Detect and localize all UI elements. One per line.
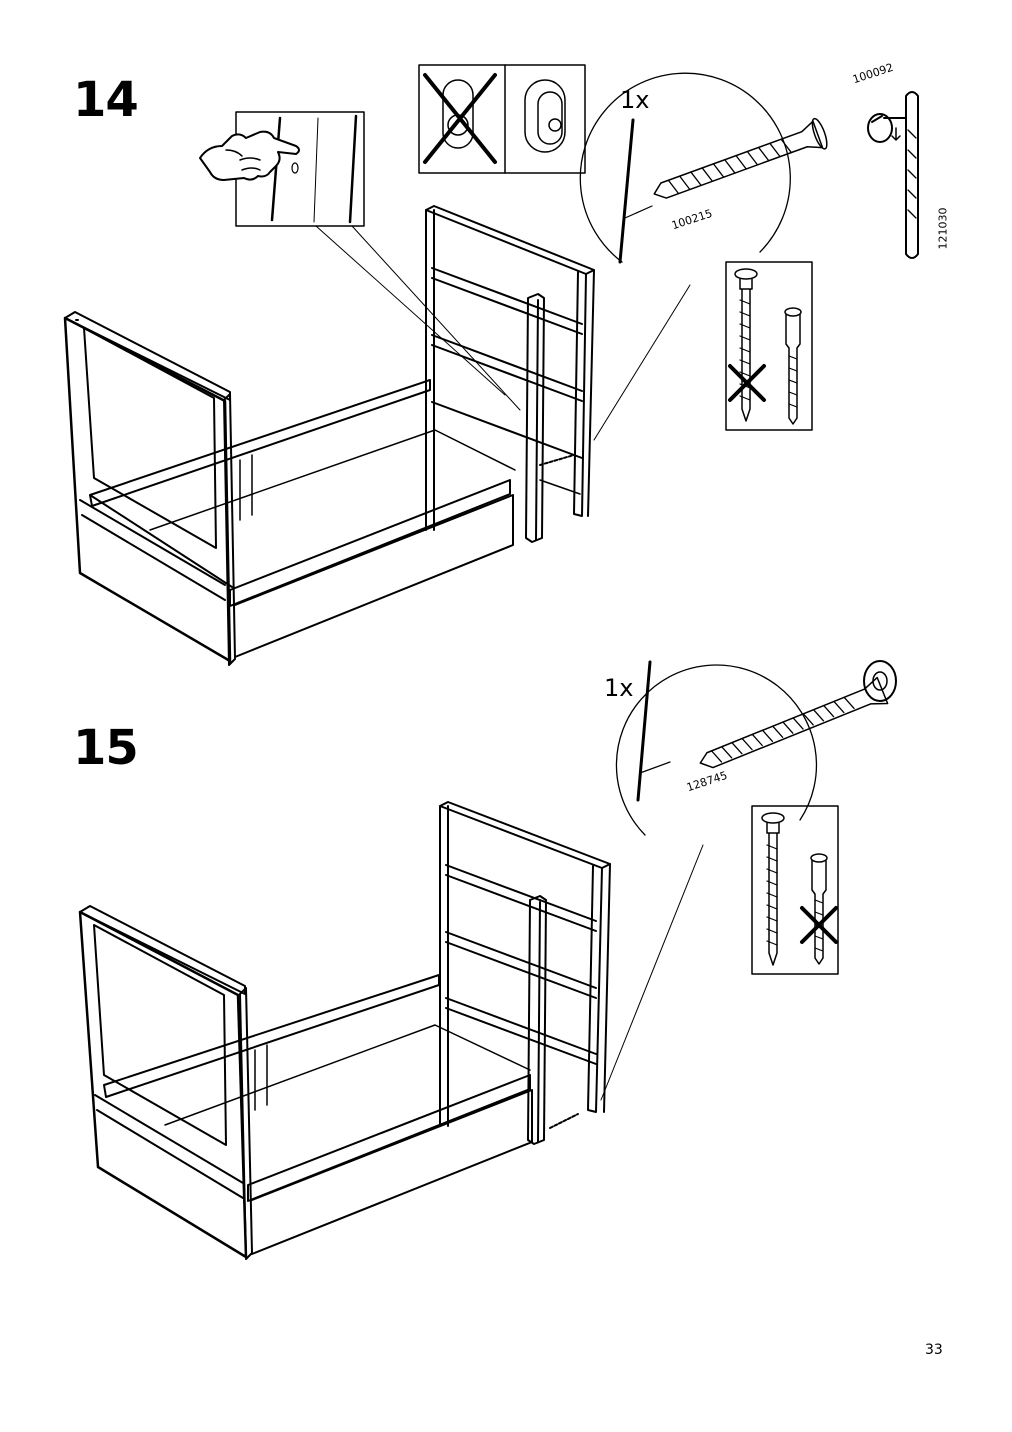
screw-comparison-box-14 [725,261,813,431]
step-number-14: 14 [73,72,139,128]
part-number-key: 121030 [936,207,950,250]
bed-frame-step-14 [63,205,595,666]
screw-comparison-box-15 [751,805,839,975]
hand-check-detail [199,111,365,227]
quantity-label-14: 1x [620,86,650,114]
screw-detail-magnifier [579,72,919,264]
pointing-hand-icon [199,130,300,181]
page-number: 33 [925,1342,943,1358]
quantity-label-15: 1x [604,674,634,702]
hole-orientation-detail [418,64,586,174]
step-number-15: 15 [73,720,139,776]
screw-detail-magnifier-15 [615,660,897,836]
bed-frame-step-15 [78,801,611,1260]
